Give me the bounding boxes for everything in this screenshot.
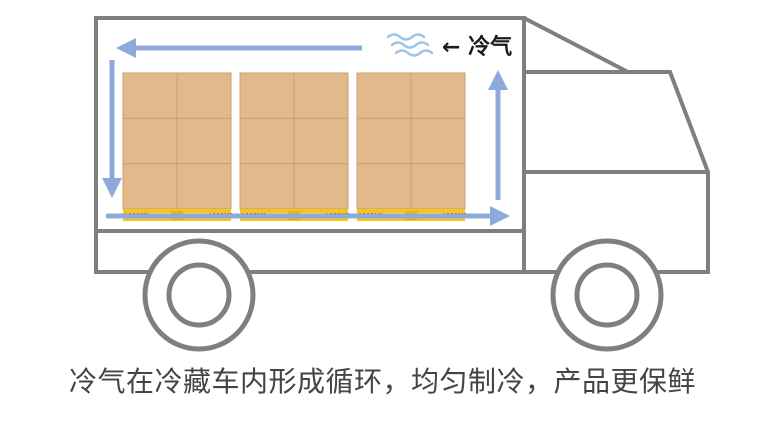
airflow-loop [102, 38, 510, 226]
chassis [94, 229, 526, 274]
cold-air-wave-icon [386, 33, 434, 57]
diagram-caption: 冷气在冷藏车内形成循环，均匀制冷，产品更保鲜 [68, 365, 696, 398]
truck [94, 16, 710, 274]
cold-air-label: ← 冷气 [442, 34, 512, 60]
truck-cab [523, 16, 710, 274]
front-wheel [550, 238, 664, 352]
rear-wheel [142, 238, 256, 352]
